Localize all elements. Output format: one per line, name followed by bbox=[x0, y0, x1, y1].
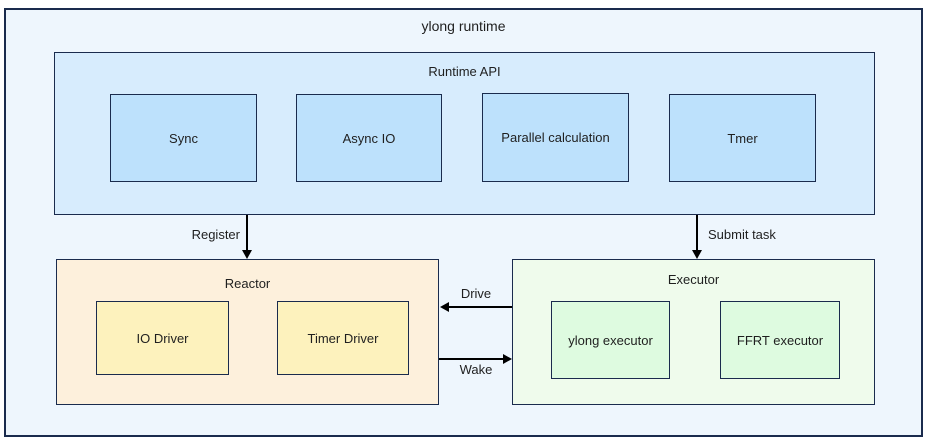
module-tmer: Tmer bbox=[669, 94, 816, 182]
register-arrow-line bbox=[246, 215, 248, 251]
drive-arrow-line bbox=[448, 306, 512, 308]
runtime-api-title: Runtime API bbox=[428, 64, 501, 79]
module-parallel-calculation-label: Parallel calculation bbox=[501, 130, 610, 145]
module-async-io: Async IO bbox=[296, 94, 442, 182]
wake-arrow-line bbox=[439, 358, 503, 360]
register-arrow-label: Register bbox=[191, 227, 240, 242]
module-parallel-calculation: Parallel calculation bbox=[482, 93, 629, 182]
module-io-driver: IO Driver bbox=[96, 301, 229, 375]
module-sync: Sync bbox=[110, 94, 257, 182]
wake-arrow-label: Wake bbox=[459, 362, 493, 377]
module-sync-label: Sync bbox=[169, 130, 198, 146]
module-ylong-executor: ylong executor bbox=[551, 301, 670, 379]
module-async-io-label: Async IO bbox=[342, 130, 396, 146]
diagram-title: ylong runtime bbox=[421, 18, 506, 34]
module-timer-driver: Timer Driver bbox=[277, 301, 409, 375]
register-arrowhead-icon bbox=[242, 250, 252, 259]
module-timer-driver-label: Timer Driver bbox=[307, 330, 379, 346]
drive-arrow-label: Drive bbox=[460, 286, 492, 301]
module-tmer-label: Tmer bbox=[727, 130, 758, 146]
wake-arrowhead-icon bbox=[503, 354, 512, 364]
drive-arrowhead-icon bbox=[440, 302, 449, 312]
submit-task-arrow-line bbox=[696, 215, 698, 251]
submit-task-arrowhead-icon bbox=[692, 250, 702, 259]
module-ffrt-executor-label: FFRT executor bbox=[736, 332, 824, 348]
submit-task-arrow-label: Submit task bbox=[708, 227, 776, 242]
module-io-driver-label: IO Driver bbox=[136, 330, 189, 346]
reactor-title: Reactor bbox=[224, 276, 271, 291]
module-ylong-executor-label: ylong executor bbox=[568, 332, 653, 348]
module-ffrt-executor: FFRT executor bbox=[720, 301, 840, 379]
executor-title: Executor bbox=[667, 272, 720, 287]
